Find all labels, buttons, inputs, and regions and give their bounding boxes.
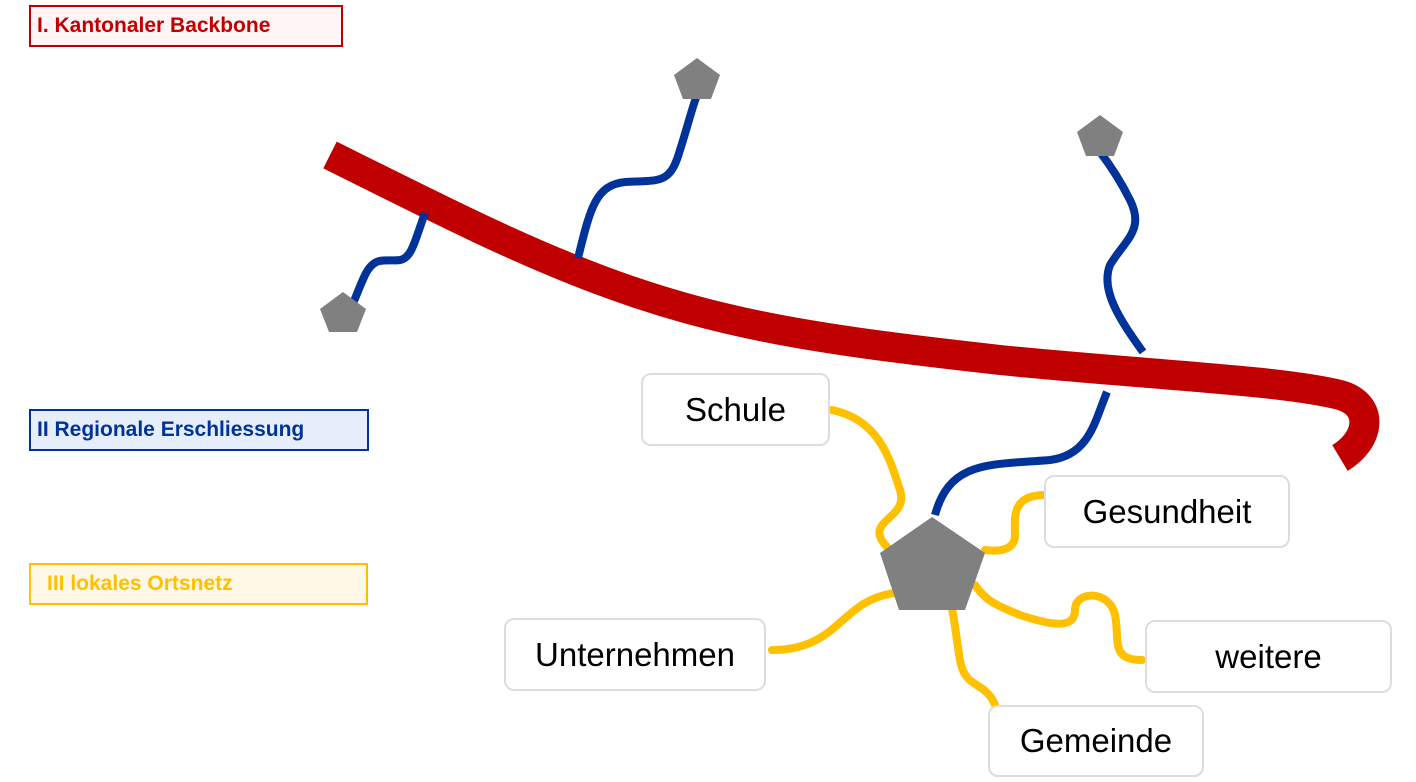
- node-pentagon-top: [674, 58, 720, 99]
- regional-link-1: [348, 211, 429, 308]
- node-schule: Schule: [641, 373, 830, 446]
- node-weitere: weitere: [1145, 620, 1392, 693]
- node-gesundheit: Gesundheit: [1044, 475, 1290, 548]
- node-pentagon-left: [320, 292, 366, 332]
- regional-link-3: [1096, 149, 1147, 355]
- regional-link-2: [574, 93, 701, 259]
- local-link-unternehmen: [768, 589, 899, 654]
- legend-local: III lokales Ortsnetz: [29, 563, 368, 605]
- node-gemeinde: Gemeinde: [988, 705, 1204, 777]
- local-link-schule: [828, 406, 906, 552]
- regional-link-4: [931, 390, 1111, 517]
- local-link-gesundheit: [981, 491, 1049, 555]
- legend-backbone: I. Kantonaler Backbone: [29, 5, 343, 47]
- node-pentagon-right: [1077, 115, 1123, 156]
- local-link-weitere: [971, 581, 1146, 664]
- node-unternehmen: Unternehmen: [504, 618, 766, 691]
- node-pentagon-hub: [880, 517, 985, 610]
- legend-regional: II Regionale Erschliessung: [29, 409, 369, 451]
- local-link-gemeinde: [946, 596, 999, 709]
- backbone-line: [323, 141, 1380, 471]
